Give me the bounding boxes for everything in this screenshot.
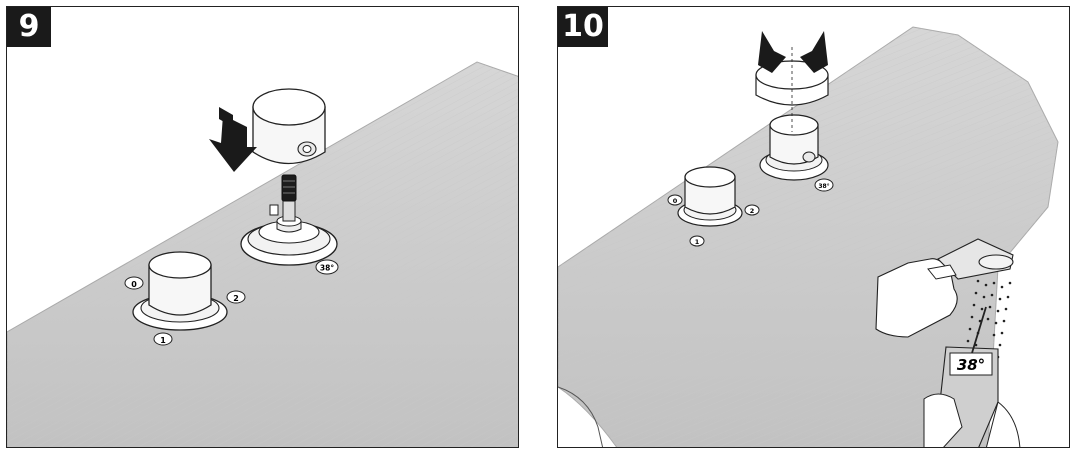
mounted-valve-knob [677,166,743,227]
temperature-marker-38: 38° [814,178,834,192]
step-number-badge: 10 [558,7,608,47]
svg-text:2: 2 [750,207,755,215]
installed-thermostat-handle [759,114,829,181]
svg-text:2: 2 [233,294,239,303]
mounted-valve-knob [132,251,228,331]
hand-shower-icon [875,238,1014,338]
step-9-panel: 0 2 1 38° [6,6,519,448]
valve-marker-1: 1 [153,332,173,346]
svg-text:1: 1 [160,336,166,345]
svg-text:0: 0 [673,197,678,205]
down-arrow-icon [209,107,257,172]
valve-marker-1: 1 [689,235,705,247]
temperature-marker-38: 38° [315,259,339,275]
step-9-illustration: 0 2 1 38° [7,61,518,447]
thermometer-device: 38° [923,306,1021,447]
step-number-badge: 9 [7,7,51,47]
svg-text:38°: 38° [320,264,334,273]
valve-marker-0: 0 [124,276,144,290]
step-10-illustration: 0 2 1 38° [558,26,1059,447]
svg-text:38°: 38° [818,183,829,190]
thermostat-base [240,174,338,266]
thermostat-handle [252,88,326,165]
svg-text:1: 1 [695,238,700,246]
step-10-panel: 0 2 1 38° [557,6,1070,448]
valve-marker-0: 0 [667,194,683,206]
thermometer-reading: 38° [957,356,985,374]
valve-marker-2: 2 [226,290,246,304]
rotate-arrows-icon [758,31,828,73]
svg-text:0: 0 [131,280,137,289]
valve-marker-2: 2 [744,204,760,216]
